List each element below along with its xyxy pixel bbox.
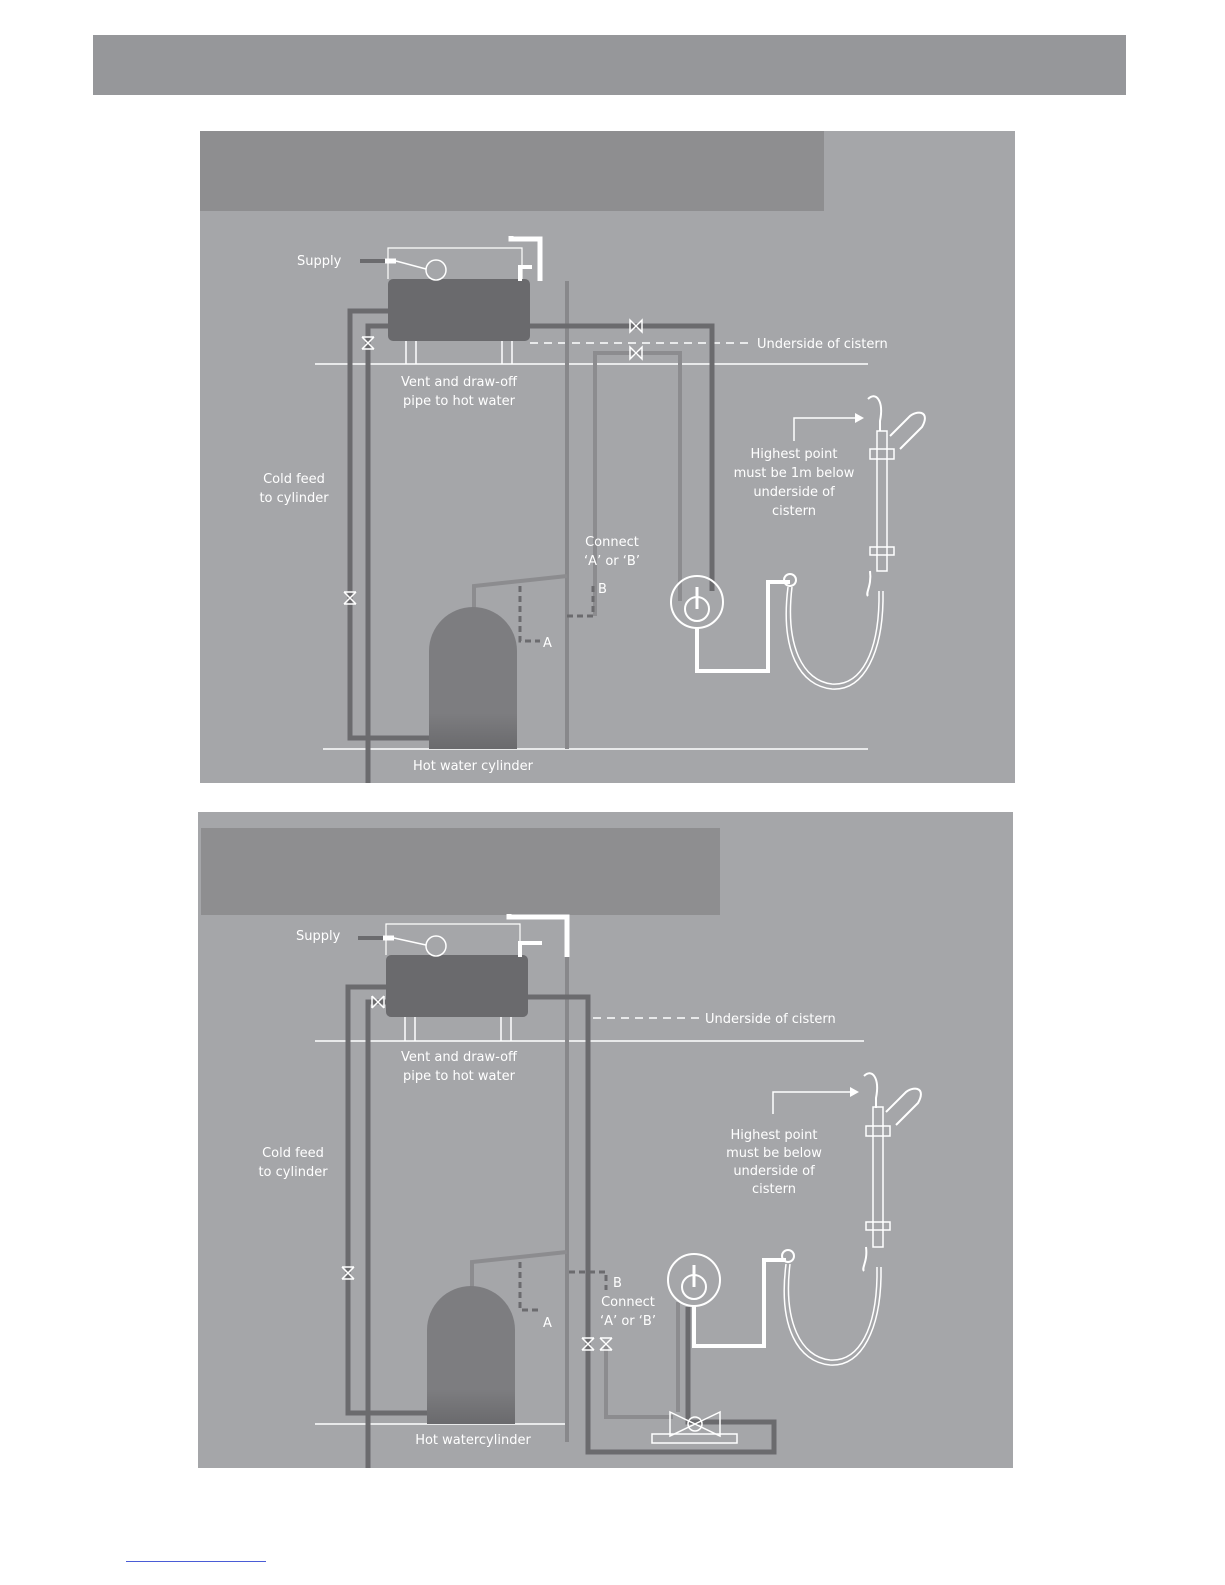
cylinder-hot-outlet [470,1250,568,1290]
shower-control-icon [667,1253,721,1307]
supply-label: Supply [297,254,342,269]
float-ball [425,935,447,957]
hot-supply-to-shower [593,351,682,616]
connect-label: Connect [601,1295,655,1310]
vent-pipe [506,914,570,957]
highest-point-label: cistern [752,1182,796,1197]
valve-icon [341,1266,355,1280]
label-b: B [598,582,607,597]
diagram-title-bar [200,131,824,211]
diagram-title-bar [201,828,720,915]
underside-label: Underside of cistern [705,1012,836,1027]
valve-icon [371,995,385,1009]
highest-point-arrow [772,1091,850,1114]
arrow-head [850,1087,859,1097]
cold-supply-to-pump [528,994,777,1455]
footer-link-underline[interactable] [126,1548,266,1562]
cylinder-label: Hot watercylinder [415,1433,531,1448]
cistern-lid [385,923,521,955]
valve-icon [361,336,375,350]
plumbing-diagram: Supply Underside of cistern Vent and dra… [259,236,926,783]
cold-supply-to-shower [530,323,715,591]
cylinder-label: Hot water cylinder [413,759,534,774]
cold-water-cistern [388,279,530,341]
label-a: A [543,636,552,651]
valve-icon [629,318,643,334]
vent-pipe [508,236,543,281]
connection-b-dashed [569,1270,608,1290]
diagram-gravity-system: Supply Underside of cistern Vent and dra… [200,131,1015,783]
shower-head-icon [862,1072,922,1272]
highest-point-label: cistern [772,504,816,519]
wall-outlet [783,573,797,587]
highest-point-label: must be below [726,1146,822,1161]
underside-label: Underside of cistern [757,337,888,352]
hot-supply-to-pump [604,1342,673,1419]
shower-hose [785,586,884,690]
valve-icon [629,345,643,361]
float-ball [425,259,447,281]
hot-water-cylinder [427,1286,515,1424]
diagram-pumped-system: Supply Underside of cistern Vent and dra… [198,812,1013,1468]
shower-head-icon [866,395,926,597]
plumbing-diagram: Supply Underside of cistern Vent and dra… [258,914,922,1468]
vent-label: pipe to hot water [403,1069,516,1084]
connection-a-dashed [518,586,540,643]
valve-icon [581,1337,595,1351]
cold-feed-label: to cylinder [258,1165,328,1180]
connection-b-dashed [567,586,595,618]
cold-water-cistern [386,955,528,1017]
shower-hose [787,1263,878,1361]
cylinder-hot-outlet [472,574,568,614]
highest-point-arrow [793,417,855,441]
connect-label: ‘A’ or ‘B’ [600,1314,656,1329]
connection-a-dashed [518,1262,540,1312]
shower-hose [783,1263,882,1366]
vent-label: Vent and draw-off [401,375,518,390]
vent-label: pipe to hot water [403,394,516,409]
shower-outlet-pipe [692,1258,786,1348]
connect-label: Connect [585,535,639,550]
label-a: A [543,1316,552,1331]
overflow-pipe [518,265,532,281]
page-header-bar [93,35,1126,95]
highest-point-label: Highest point [730,1128,817,1143]
cold-feed-label: Cold feed [262,1146,324,1161]
arrow-head [855,413,864,423]
supply-label: Supply [296,929,341,944]
pump-icon [651,1410,738,1444]
vent-label: Vent and draw-off [401,1050,518,1065]
cold-pipe-down [365,999,388,1468]
valve-icon [343,591,357,605]
cold-feed-pipe [345,984,430,1416]
wall-outlet [781,1249,795,1263]
cold-feed-pipe [347,308,432,741]
cold-pipe-down [365,323,390,783]
shower-hose [789,586,880,685]
cold-feed-label: to cylinder [259,491,329,506]
valve-icon [599,1337,613,1351]
label-b: B [613,1276,622,1291]
highest-point-label: underside of [753,485,835,500]
highest-point-label: must be 1m below [734,466,855,481]
float-arm [393,937,427,946]
highest-point-label: underside of [733,1164,815,1179]
shower-outlet-pipe [695,580,790,673]
overflow-pipe [518,941,542,957]
connect-label: ‘A’ or ‘B’ [584,554,640,569]
cold-feed-label: Cold feed [263,472,325,487]
shower-control-icon [670,575,724,629]
float-arm [395,260,427,270]
hot-water-cylinder [429,607,517,749]
highest-point-label: Highest point [750,447,837,462]
